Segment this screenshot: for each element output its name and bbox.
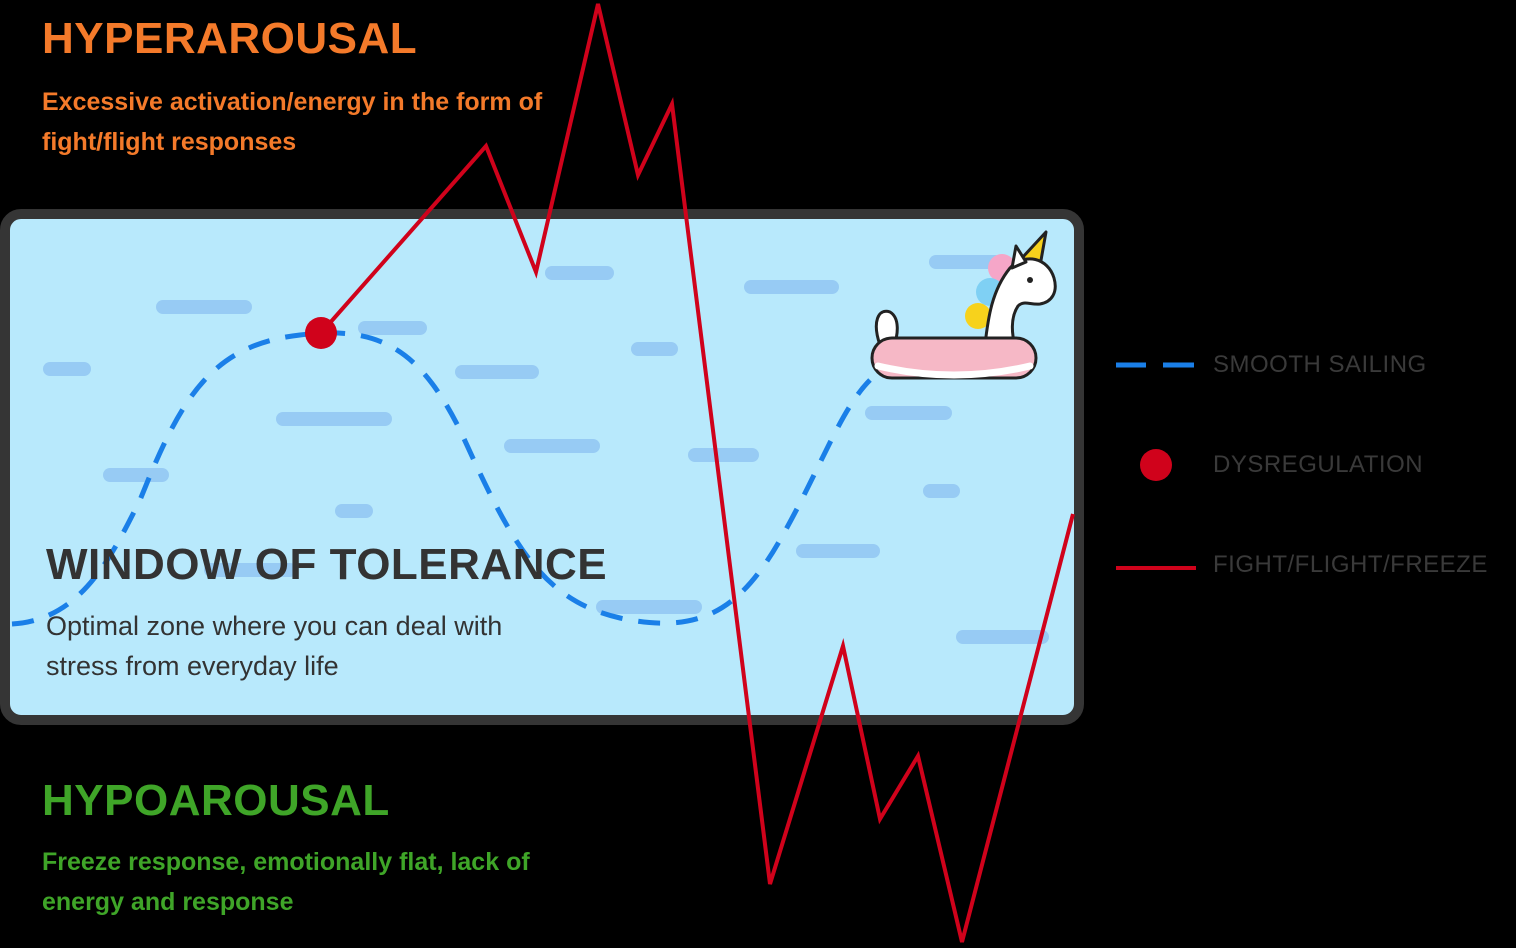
window-of-tolerance-title: WINDOW OF TOLERANCE xyxy=(46,540,608,589)
legend-fight-flight-freeze-label: FIGHT/FLIGHT/FREEZE xyxy=(1213,551,1488,578)
smooth-sailing-line xyxy=(11,330,872,627)
unicorn-float-icon xyxy=(870,230,1057,380)
tolerance-zone xyxy=(0,209,1084,725)
hypoarousal-title: HYPOAROUSAL xyxy=(42,776,390,825)
hyperarousal-title: HYPERAROUSAL xyxy=(42,14,418,63)
legend-dysregulation-symbol xyxy=(1140,449,1172,481)
hyperarousal-description: Excessive activation/energy in the form … xyxy=(42,88,543,156)
window-of-tolerance-description: Optimal zone where you can deal with str… xyxy=(46,611,503,681)
hypoarousal-description: Freeze response, emotionally flat, lack … xyxy=(42,848,530,916)
legend-dysregulation-label: DYSREGULATION xyxy=(1213,451,1424,478)
legend-smooth-sailing-label: SMOOTH SAILING xyxy=(1213,351,1427,378)
fight-flight-freeze-line xyxy=(319,3,1075,943)
water-ripples xyxy=(43,255,1049,644)
dysregulation-dot xyxy=(305,317,337,349)
